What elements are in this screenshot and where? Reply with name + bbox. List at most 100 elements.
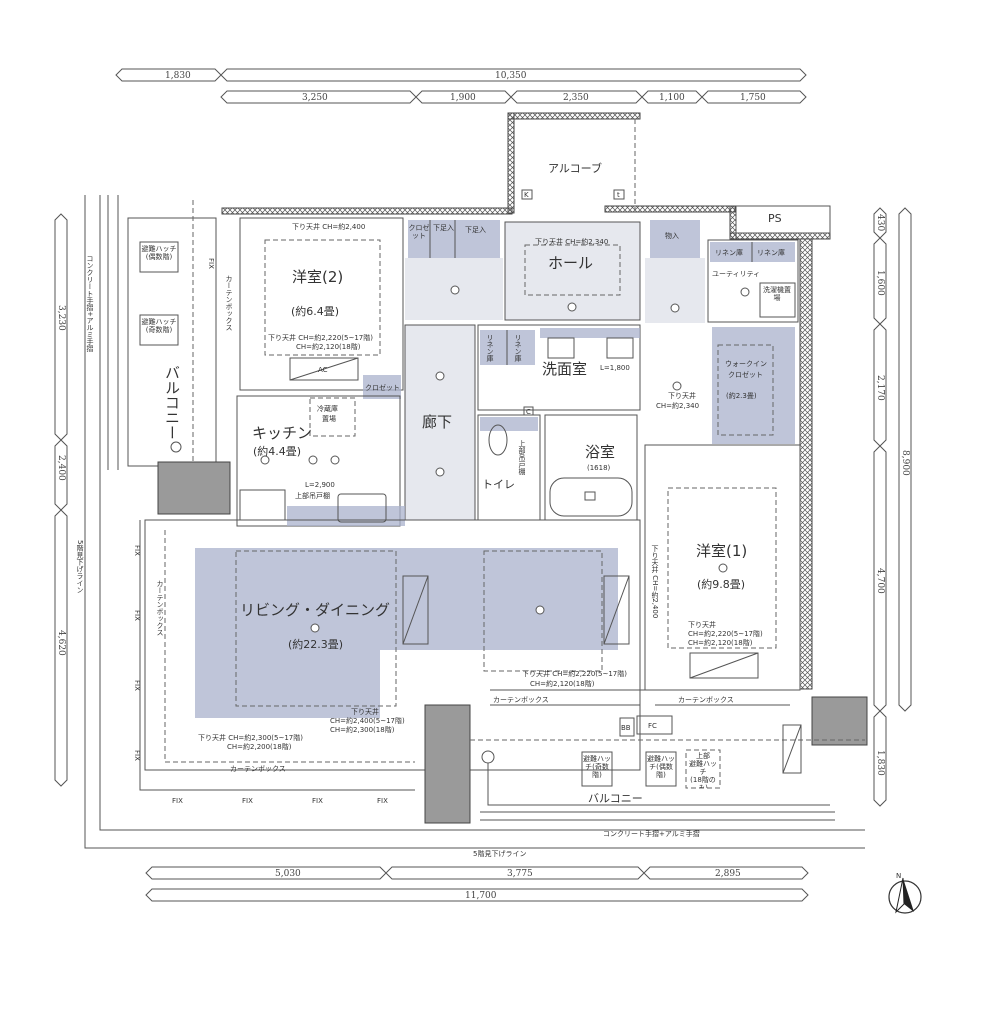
bb-label: BB <box>621 724 631 732</box>
railing-label-west: コンクリート手摺+アルミ手摺 <box>86 255 94 353</box>
right-dimensions: 430 1,600 2,170 4,700 1,830 8,900 <box>873 207 912 807</box>
room-kitchen: 冷蔵庫 置場 キッチン (約4.4畳) L=2,900 上部吊戸棚 <box>236 395 405 527</box>
hatch-top-3: (18階のみ) <box>690 776 716 788</box>
kitchen-cabinet: 上部吊戸棚 <box>295 491 330 500</box>
hatch-top-1: 上部 <box>696 752 710 760</box>
west-balcony: 避難ハッチ(偶数階) 避難ハッチ(奇数階) バルコニー コンクリート手摺+アルミ… <box>76 200 233 594</box>
washroom-length: L=1,800 <box>600 364 630 372</box>
living-ceiling-c2b: CH=約2,120(18階) <box>530 679 595 688</box>
curtain-box-south-west: カーテンボックス <box>230 765 286 773</box>
left-dimensions: 3,230 2,400 4,620 <box>54 213 68 787</box>
western2-ceiling: 下り天井 CH=約2,400 <box>292 222 365 231</box>
dim-top-2350: 2,350 <box>563 93 589 103</box>
curtain-box-south-2: カーテンボックス <box>678 696 734 704</box>
corridor-floor <box>405 325 475 520</box>
walkin-closet: ウォークイン クロゼット (約2.3畳) <box>712 327 795 444</box>
walkin-size: (約2.3畳) <box>726 391 757 400</box>
east-wall <box>799 238 813 690</box>
dim-bottom-11700: 11,700 <box>465 891 497 901</box>
dim-left-3230: 3,230 <box>56 305 66 331</box>
fix-3: FIX <box>312 797 323 805</box>
western1-ceiling3: CH=約2,120(18階) <box>688 638 753 647</box>
room-living-dining: リビング・ダイニング (約22.3畳) 下り天井 CH=約2,400(5~17階… <box>133 519 641 805</box>
linen-1: リネン庫 <box>715 248 743 257</box>
room-western-2: 下り天井 CH=約2,400 洋室(2) (約6.4畳) 下り天井 CH=約2,… <box>239 217 404 391</box>
dim-left-2400: 2,400 <box>56 455 66 481</box>
bottom-dimensions: 5,030 3,775 2,895 11,700 <box>145 866 809 902</box>
dim-top-1830: 1,830 <box>165 71 191 81</box>
dim-right-8900: 8,900 <box>900 450 910 476</box>
fix-4: FIX <box>377 797 388 805</box>
living-ceiling-a3: CH=約2,300(18階) <box>330 725 395 734</box>
compass-north-label: N <box>896 872 901 880</box>
walkin-name1: ウォークイン <box>725 360 767 368</box>
lookdown-label-south: 5階見下げライン <box>473 849 526 858</box>
dim-right-2170: 2,170 <box>875 375 885 401</box>
corridor2-ceiling1: 下り天井 <box>668 391 696 400</box>
western2-size: (約6.4畳) <box>291 304 339 318</box>
western1-ceiling1: 下り天井 <box>688 620 716 629</box>
meter-c: C <box>526 408 531 416</box>
ac-western2: AC <box>318 366 328 374</box>
washroom-name: 洗面室 <box>542 360 587 378</box>
curtain-box-west: カーテンボックス <box>225 275 233 331</box>
dim-top-3250: 3,250 <box>302 93 328 103</box>
column-s <box>424 704 471 824</box>
fix-5: FIX <box>133 545 141 556</box>
western2-name: 洋室(2) <box>292 268 343 286</box>
meter-t: t <box>617 191 620 199</box>
dim-bottom-2895: 2,895 <box>715 869 741 879</box>
western1-name: 洋室(1) <box>696 542 747 560</box>
fix-7: FIX <box>133 680 141 691</box>
bath-size: (1618) <box>587 464 611 472</box>
shoe-cabinet-1: 下足入 <box>433 224 454 232</box>
top-dimensions: 1,830 10,350 3,250 1,900 2,350 1,100 1,7… <box>115 68 807 104</box>
linen-4: リネン庫 <box>514 334 522 363</box>
ps-wall-bottom <box>729 232 831 240</box>
fix-6: FIX <box>133 610 141 621</box>
kitchen-name: キッチン <box>252 424 312 442</box>
dim-right-430: 430 <box>875 214 885 231</box>
dim-right-1830: 1,830 <box>875 750 885 776</box>
living-ceiling-c2a: 下り天井 CH=約2,220(5~17階) <box>522 669 627 678</box>
washer-label: 洗濯機置場 <box>763 286 791 302</box>
fc-label: FC <box>648 722 657 730</box>
utility-label: ユーティリティ <box>712 270 760 278</box>
south-balcony-label: バルコニー <box>588 792 643 805</box>
meter-k: K <box>524 191 529 199</box>
fix-1: FIX <box>172 797 183 805</box>
toilet-cabinet: 上部吊戸棚 <box>518 439 526 476</box>
lookdown-label-west: 5階見下げライン <box>76 540 84 594</box>
linen-3: リネン庫 <box>486 334 494 363</box>
west-balcony-label: バルコニー <box>163 365 181 440</box>
alcove-label: アルコーブ <box>548 161 602 175</box>
living-ceiling-a2: CH=約2,400(5~17階) <box>330 716 405 725</box>
curtain-box-west-ld: カーテンボックス <box>156 580 164 636</box>
dim-right-1600: 1,600 <box>875 270 885 296</box>
kitchen-size: (約4.4畳) <box>253 444 301 458</box>
dim-bottom-3775: 3,775 <box>507 869 533 879</box>
north-wall-west <box>221 207 513 215</box>
dim-bottom-5030: 5,030 <box>275 869 301 879</box>
fix-2: FIX <box>242 797 253 805</box>
living-size: (約22.3畳) <box>288 637 343 651</box>
ps-label: PS <box>768 212 782 225</box>
compass-icon: N <box>888 872 922 914</box>
room-washroom: リネン庫 リネン庫 洗面室 L=1,800 C <box>477 324 641 416</box>
room-bath: 浴室 (1618) <box>544 414 638 521</box>
fridge-label2: 置場 <box>322 414 336 423</box>
linen-2: リネン庫 <box>757 248 785 257</box>
bath-name: 浴室 <box>585 443 615 461</box>
alcove: アルコーブ K t <box>507 112 641 214</box>
living-ceiling-a1: 下り天井 <box>351 707 379 716</box>
hatch-top-2: 避難ハッチ <box>689 760 717 776</box>
room-corridor: 廊下 クロゼット <box>363 324 476 521</box>
living-ceiling-b2: CH=約2,200(18階) <box>227 742 292 751</box>
north-wall-east <box>604 205 736 213</box>
south-balcony: カーテンボックス カーテンボックス BB FC 避難ハッチ(奇数階) 避難ハッチ… <box>424 689 868 858</box>
dim-top-10350: 10,350 <box>495 71 527 81</box>
dim-left-4620: 4,620 <box>56 630 66 656</box>
outer-lines <box>84 195 865 849</box>
western1-size: (約9.8畳) <box>697 577 745 591</box>
